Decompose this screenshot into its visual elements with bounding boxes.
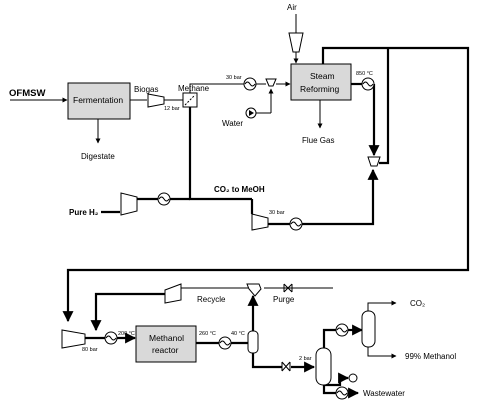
air-label: Air xyxy=(287,3,297,12)
hx-symbol xyxy=(158,196,170,202)
membrane-line xyxy=(184,94,196,106)
pure-h2-label: Pure H₂ xyxy=(69,208,99,217)
temp-200-label: 200 °C xyxy=(118,331,135,337)
main-loop-stream xyxy=(62,46,470,323)
column1-reboiler xyxy=(348,373,358,383)
syngas-mixer xyxy=(367,156,381,167)
reforming-label: Reforming xyxy=(300,84,339,94)
methanol-product-label: 99% Methanol xyxy=(405,352,456,361)
column1-bottom xyxy=(322,385,336,395)
recycle-compressor xyxy=(164,283,182,304)
methanol-out-stream xyxy=(367,347,397,359)
steam-reforming-unit xyxy=(290,63,352,101)
hx-symbol xyxy=(290,221,302,227)
hx-symbol xyxy=(362,81,374,87)
hx-symbol xyxy=(336,327,348,333)
pressure-2bar-label: 2 bar xyxy=(299,356,312,362)
flash-drum xyxy=(247,330,259,354)
temp-850-label: 850 °C xyxy=(356,71,373,77)
distillation-column-2 xyxy=(361,310,376,348)
co2-h2-compressor xyxy=(251,213,269,231)
column1-top xyxy=(322,328,336,348)
purge-valve xyxy=(283,283,293,293)
air-compressor xyxy=(288,32,304,53)
hx-symbol xyxy=(244,81,256,87)
pressure-80bar-label: 80 bar xyxy=(82,347,98,353)
temp-40-label: 40 °C xyxy=(231,331,245,337)
methane-stream xyxy=(189,83,244,93)
co2-product-label: CO₂ xyxy=(410,299,425,308)
digestate-label: Digestate xyxy=(81,152,115,161)
co2-to-meoh-label: CO₂ to MeOH xyxy=(214,185,265,194)
thick-streams xyxy=(62,46,470,399)
methane-label: Methane xyxy=(178,84,210,93)
fermentation-unit xyxy=(67,82,131,120)
purge-label: Purge xyxy=(273,295,295,304)
biogas-label: Biogas xyxy=(134,85,158,94)
let-down-valve xyxy=(281,361,291,372)
recycle-to-compressor xyxy=(90,292,165,332)
co2-h2-to-mixer xyxy=(302,168,379,226)
ofmsw-label: OFMSW xyxy=(9,88,45,99)
recycle-label: Recycle xyxy=(197,295,226,304)
hx-symbol xyxy=(105,335,117,341)
methanol-reactor-unit xyxy=(135,325,197,363)
biogas-compressor xyxy=(147,93,165,108)
water-label: Water xyxy=(222,119,243,128)
pump-triangle xyxy=(249,110,254,116)
flash-liquid xyxy=(251,353,282,369)
wastewater-label: Wastewater xyxy=(363,389,405,398)
steam-label: Steam xyxy=(310,71,335,81)
hx-symbol xyxy=(336,390,348,396)
fermentation-label: Fermentation xyxy=(73,95,123,105)
methanol-label: Methanol xyxy=(149,333,184,343)
temp-260-label: 260 °C xyxy=(199,331,216,337)
bottom-recycle xyxy=(324,372,350,387)
pressure-30bar-label-1: 30 bar xyxy=(226,75,242,81)
pressure-30bar-label-2: 30 bar xyxy=(269,210,285,216)
reactor-label: reactor xyxy=(152,345,179,355)
purge-splitter xyxy=(246,283,262,297)
mixer-outlet xyxy=(379,48,390,165)
methane-water-mixer xyxy=(265,78,277,87)
flue-gas-label: Flue Gas xyxy=(302,136,334,145)
loop-compressor-80bar xyxy=(61,329,86,349)
hx-symbol xyxy=(219,340,231,346)
h2-compressor xyxy=(120,192,138,216)
distillation-column-1 xyxy=(315,347,332,386)
pressure-12bar-label: 12 bar xyxy=(164,106,180,112)
co2-out-stream xyxy=(367,300,397,311)
